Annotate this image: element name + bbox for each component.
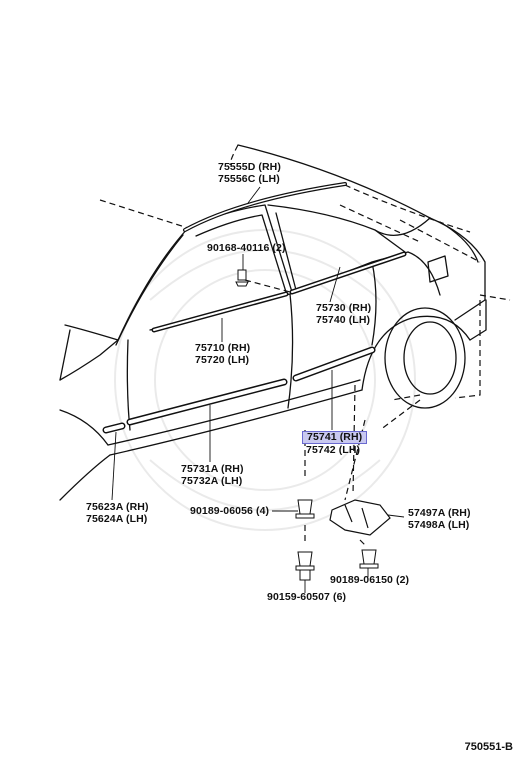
part-label-75731a: 75731A (RH)	[181, 463, 244, 475]
part-label-75740: 75740 (LH)	[316, 314, 371, 326]
part-label-75742: 75742 (LH)	[306, 444, 361, 456]
part-label-57498a: 57498A (LH)	[408, 519, 470, 531]
clip-90189-06056-icon	[295, 499, 315, 519]
clip-90168-icon	[235, 269, 249, 287]
part-label-75730: 75730 (RH)	[316, 302, 372, 314]
part-label-90168-40116: 90168-40116 (2)	[207, 242, 286, 254]
part-label-75623a: 75623A (RH)	[86, 501, 149, 513]
part-label-75741-highlighted[interactable]: 75741 (RH)	[302, 431, 368, 444]
clip-90189-06150-icon	[359, 549, 379, 569]
clip-90159-60507-icon	[295, 551, 315, 581]
part-label-75556c: 75556C (LH)	[218, 173, 280, 185]
part-label-90159-60507: 90159-60507 (6)	[267, 591, 347, 603]
part-label-57497a: 57497A (RH)	[408, 507, 471, 519]
watermark-emblem	[114, 229, 416, 531]
diagram-reference-number: 750551-B	[464, 741, 513, 753]
part-label-75710: 75710 (RH)	[195, 342, 251, 354]
bracket-57497a-icon	[329, 499, 391, 536]
leader-lines	[111, 186, 405, 593]
part-label-75732a: 75732A (LH)	[181, 475, 243, 487]
part-label-75720: 75720 (LH)	[195, 354, 250, 366]
part-label-90189-06056: 90189-06056 (4)	[190, 505, 270, 517]
part-label-90189-06150: 90189-06150 (2)	[330, 574, 410, 586]
part-label-75555d: 75555D (RH)	[218, 161, 281, 173]
part-label-75624a: 75624A (LH)	[86, 513, 148, 525]
